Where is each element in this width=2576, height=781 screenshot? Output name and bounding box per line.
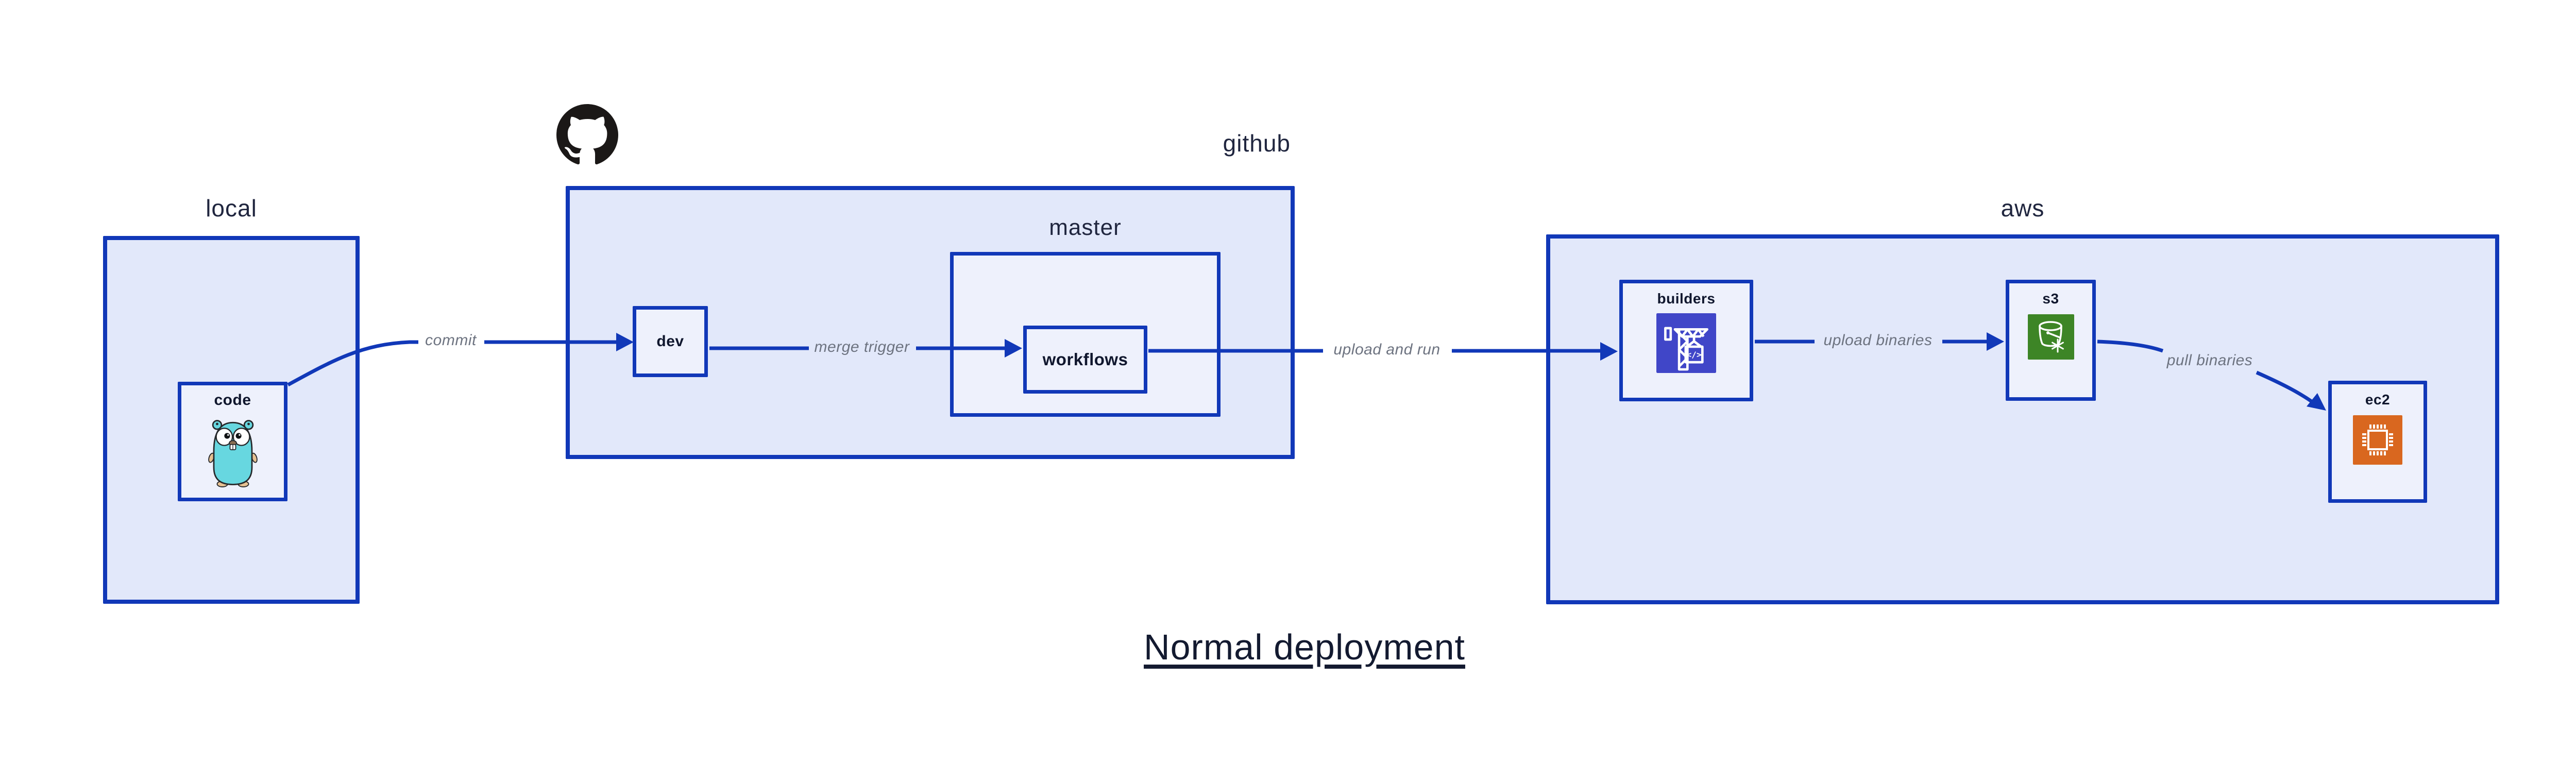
node-code: code	[178, 382, 287, 501]
upload-and-run-edge-label: upload and run	[1333, 341, 1440, 358]
node-dev: dev	[633, 306, 708, 377]
codebuild-crane-icon: </>	[1656, 313, 1717, 376]
github-container-label: github	[1223, 130, 1291, 157]
pull-binaries-edge-label: pull binaries	[2166, 352, 2253, 369]
node-ec2-label: ec2	[2365, 392, 2391, 408]
s3-bucket-icon	[2027, 314, 2074, 362]
svg-text:</>: </>	[1686, 350, 1702, 360]
go-gopher-icon	[204, 411, 262, 490]
commit-edge-label: commit	[425, 332, 477, 349]
node-workflows-label: workflows	[1042, 350, 1128, 369]
master-container-label: master	[1049, 215, 1122, 240]
node-builders: builders </>	[1619, 280, 1753, 401]
node-workflows: workflows	[1023, 326, 1147, 394]
diagram-title: Normal deployment	[1144, 627, 1465, 667]
node-ec2: ec2	[2328, 381, 2427, 503]
upload-binaries-edge-label: upload binaries	[1823, 332, 1933, 349]
node-s3: s3	[2006, 280, 2096, 401]
node-s3-label: s3	[2042, 291, 2059, 307]
node-dev-label: dev	[656, 333, 684, 350]
node-builders-label: builders	[1657, 291, 1716, 307]
aws-container-label: aws	[2001, 195, 2045, 222]
local-container-label: local	[206, 195, 257, 222]
github-octocat-icon	[556, 104, 618, 168]
ec2-chip-icon	[2353, 415, 2402, 467]
node-code-label: code	[214, 392, 251, 409]
merge-trigger-edge-label: merge trigger	[814, 338, 910, 355]
